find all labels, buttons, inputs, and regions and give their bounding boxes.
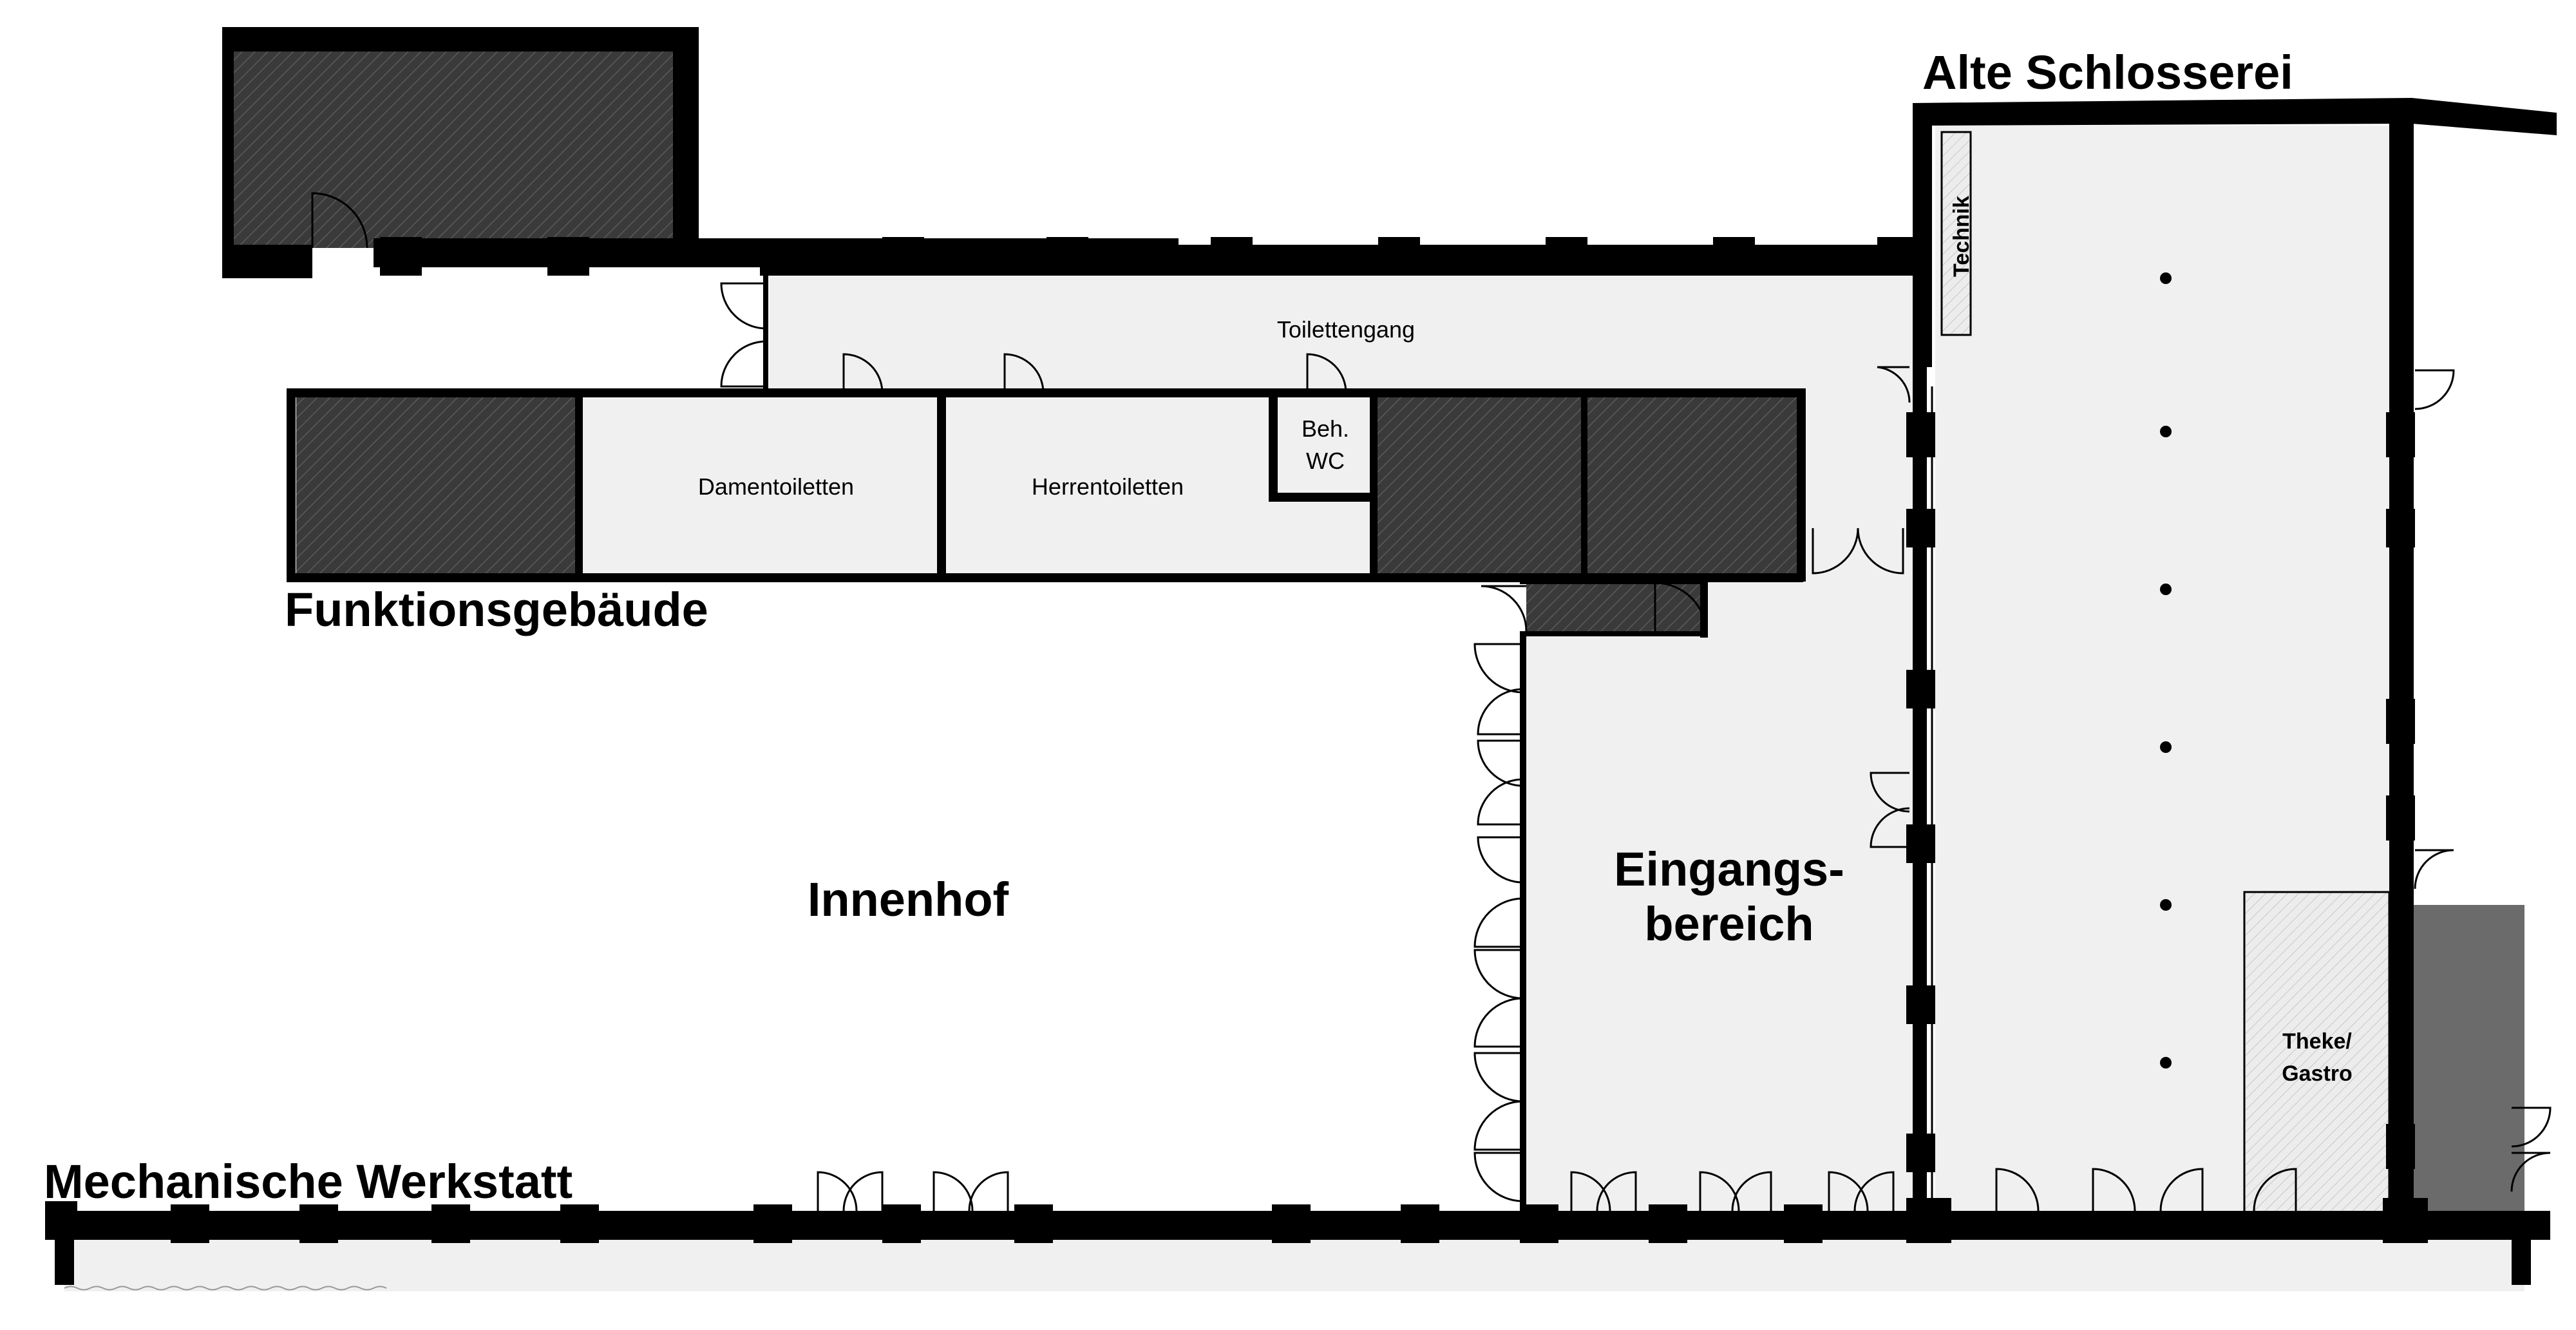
east-piers <box>1906 412 2415 1172</box>
column-dot <box>2160 426 2172 437</box>
column-dot <box>2160 741 2172 753</box>
doors <box>311 192 2552 1211</box>
hatched-blocks <box>232 48 2524 1227</box>
technik-room <box>1940 131 1972 336</box>
column-dot <box>2160 1057 2172 1069</box>
toilettengang-floor <box>770 277 1926 390</box>
label-theke-line1: Theke/ <box>2282 1029 2352 1054</box>
eingangsbereich-floor <box>1526 573 1926 1227</box>
label-beh-wc-line1: Beh. <box>1302 415 1349 442</box>
label-damentoiletten: Damentoiletten <box>698 473 854 500</box>
label-alte-schlosserei: Alte Schlosserei <box>1922 46 2293 99</box>
label-eingangsbereich-line2: bereich <box>1644 897 1814 951</box>
label-funktionsgebaeude: Funktionsgebäude <box>285 583 708 636</box>
corridor-connector-floor <box>1806 386 1926 573</box>
column-dot <box>2160 899 2172 911</box>
walls <box>45 27 2557 1291</box>
east-storage-block-2 <box>1587 396 1800 576</box>
glazing-east-of-lobby <box>1924 386 1933 1211</box>
south-piers <box>45 1198 2428 1243</box>
label-technik: Technik <box>1949 196 1974 277</box>
columns <box>2160 272 2172 1069</box>
label-theke-line2: Gastro <box>2282 1061 2353 1086</box>
damentoiletten-floor <box>580 396 937 576</box>
label-mechanische-werkstatt: Mechanische Werkstatt <box>44 1155 573 1208</box>
label-innenhof: Innenhof <box>808 873 1009 926</box>
theke-counter <box>2243 891 2391 1222</box>
north-storage-block <box>232 48 676 248</box>
werkstatt-strip-floor <box>64 1240 2524 1291</box>
north-wall-piers <box>380 237 1919 276</box>
label-toilettengang: Toilettengang <box>1277 316 1415 343</box>
glazing-bottom <box>208 1215 1521 1235</box>
east-storage-block-1 <box>1375 396 1581 576</box>
beh-wc-floor <box>1278 396 1365 493</box>
label-herrentoiletten: Herrentoiletten <box>1032 473 1184 500</box>
column-dot <box>2160 584 2172 595</box>
column-dot <box>2160 272 2172 284</box>
label-beh-wc-line2: WC <box>1306 448 1345 474</box>
annex-grey-block <box>2405 905 2524 1227</box>
label-eingangsbereich-line1: Eingangs- <box>1614 842 1844 896</box>
floors <box>64 126 2524 1291</box>
lobby-storage-block <box>1526 580 1707 634</box>
west-storage-block <box>296 396 576 576</box>
